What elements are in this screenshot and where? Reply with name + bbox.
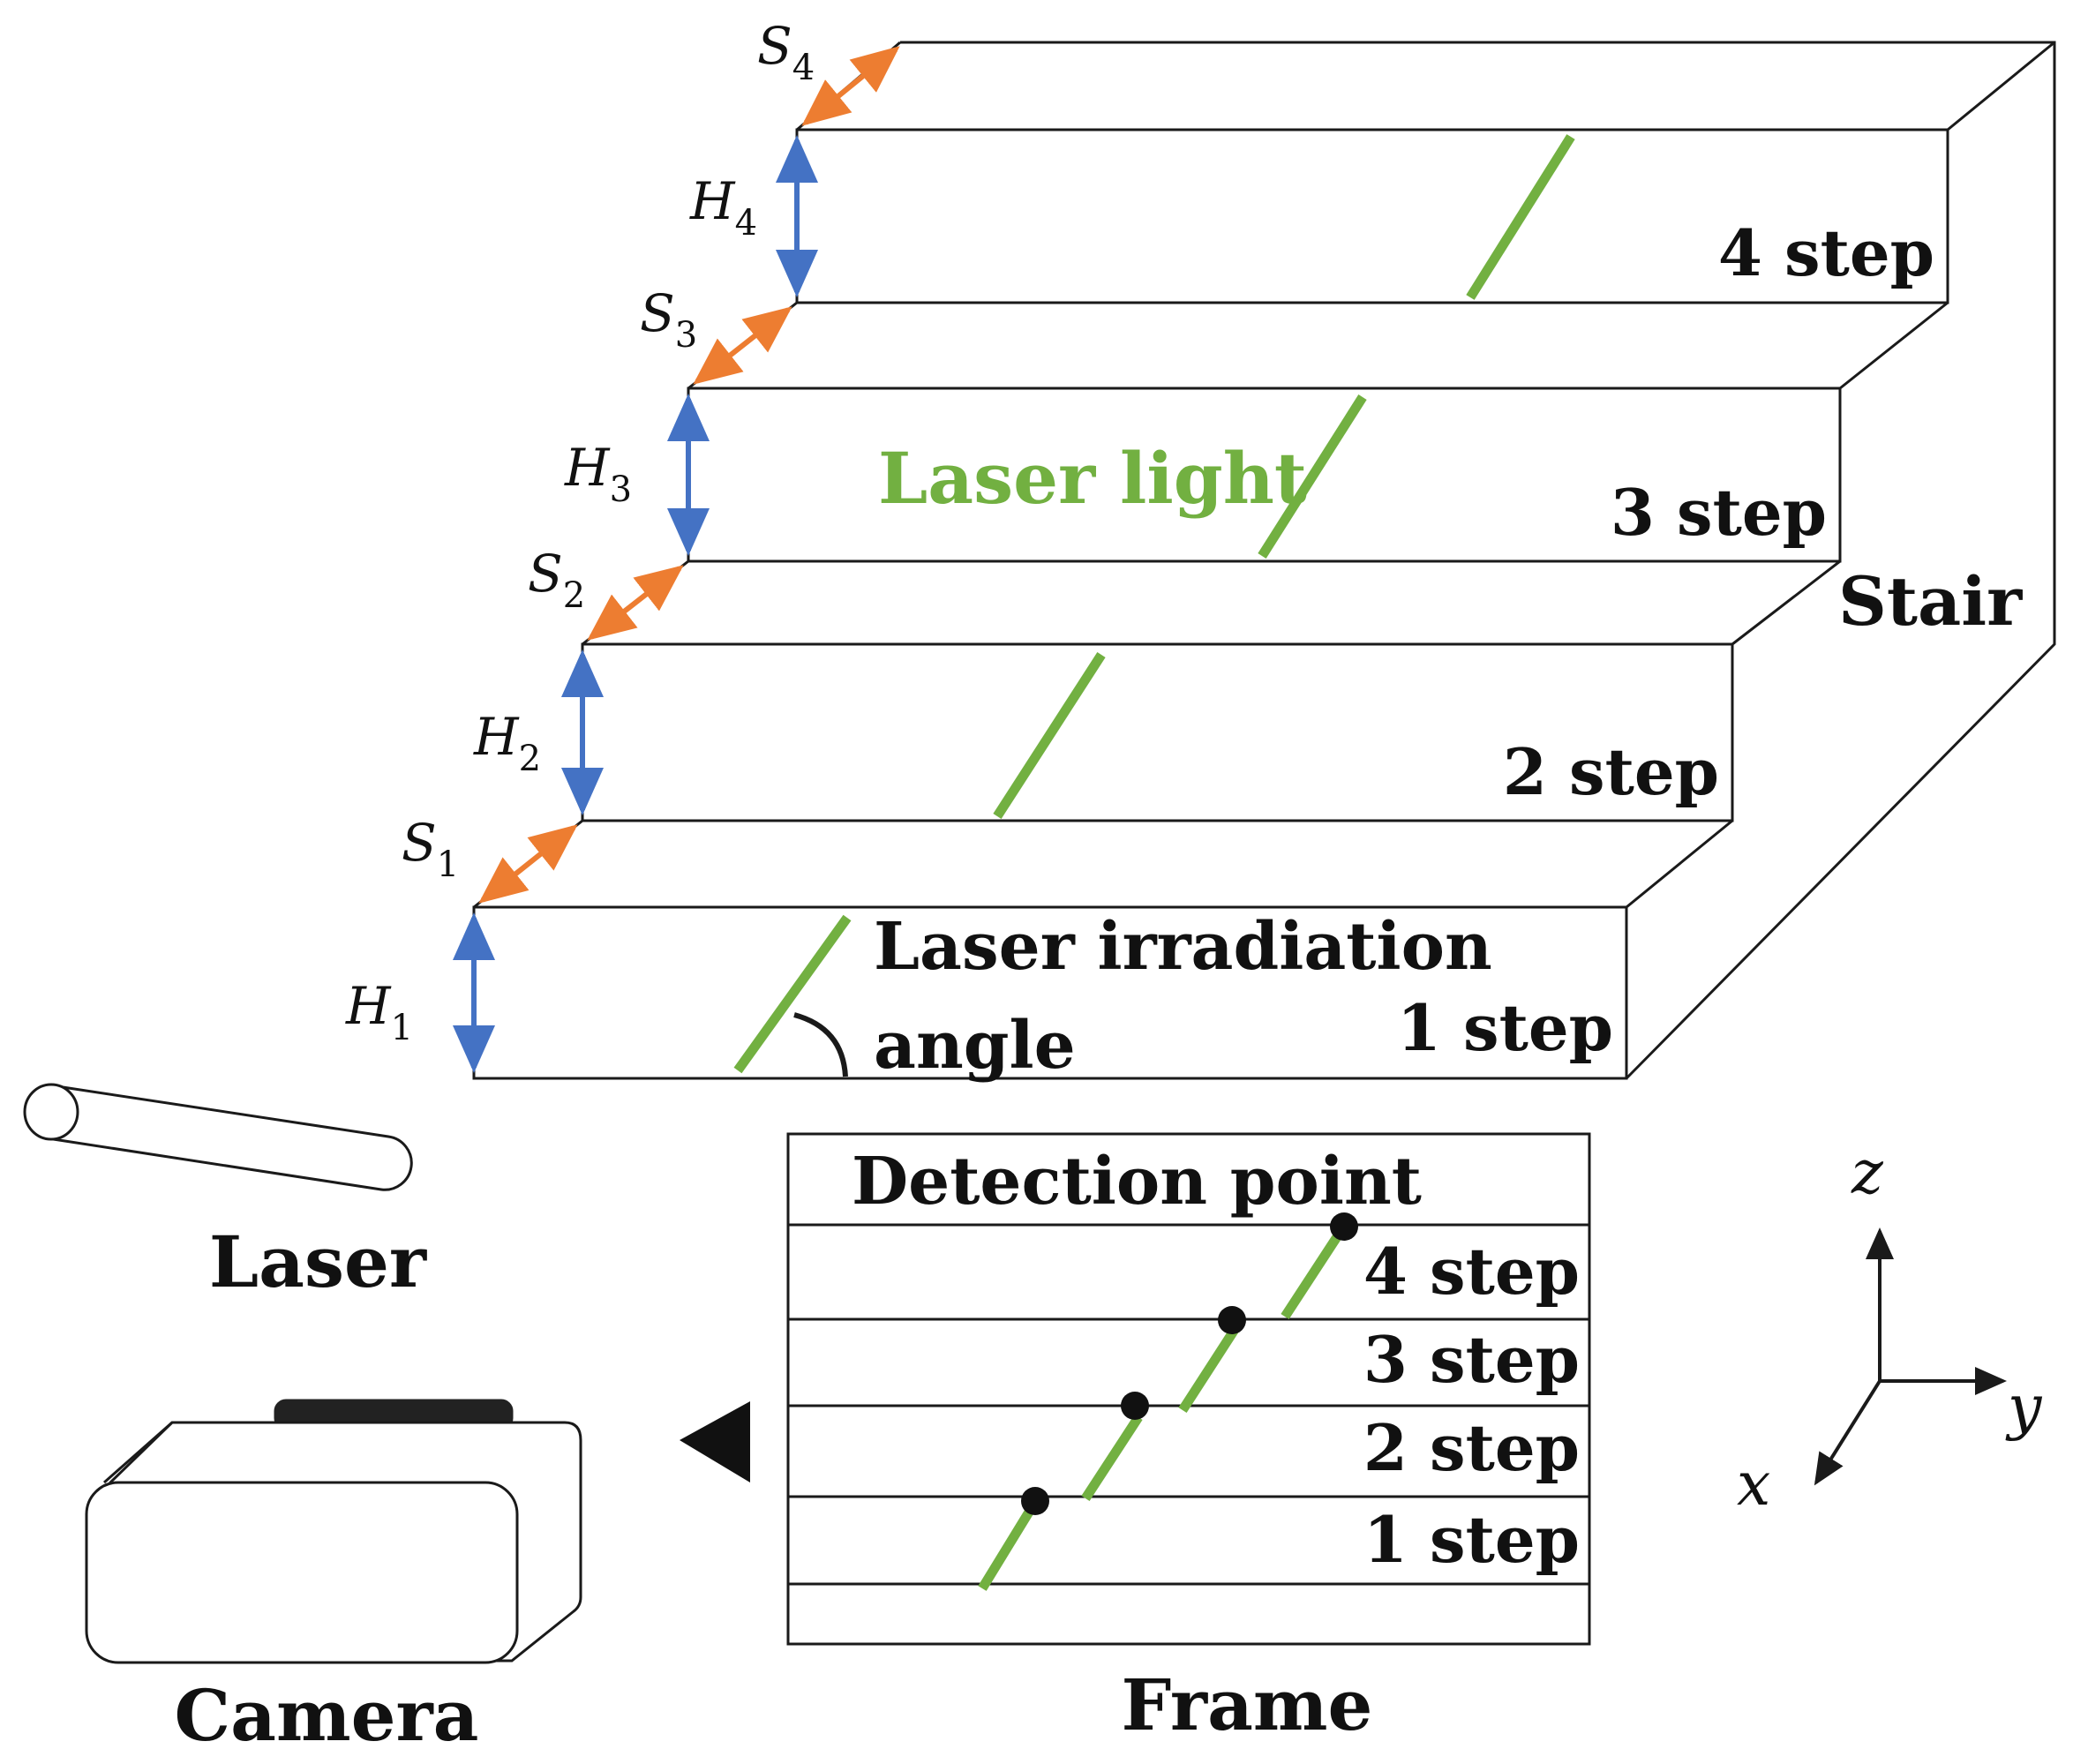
- svg-text:S1: S1: [402, 813, 459, 885]
- axis-y-label: y: [2005, 1373, 2043, 1443]
- frame-border: [786, 1132, 1591, 1646]
- depth-arrows: [478, 46, 900, 904]
- frame-laser-segment-2: [1081, 1414, 1143, 1502]
- svg-text:H1: H1: [345, 976, 413, 1048]
- height-label-3-var: H: [564, 438, 611, 498]
- step-label-3: 3 step: [1611, 475, 1827, 550]
- detection-point-1: [1021, 1487, 1049, 1515]
- depth-label-3-sub: 3: [675, 315, 697, 356]
- axis-x-line: [1814, 1379, 1881, 1486]
- stair-outline-back: [900, 41, 2056, 1080]
- frame-row-label-4: 4 step: [1363, 1234, 1580, 1309]
- frame-row-label-2: 2 step: [1363, 1410, 1580, 1485]
- camera-label: Camera: [174, 1674, 478, 1757]
- step-2-tread: [473, 819, 1733, 909]
- detection-point-3: [1218, 1306, 1246, 1334]
- height-label-2-var: H: [473, 707, 520, 767]
- depth-label-2-sub: 2: [563, 575, 585, 616]
- detection-point-2: [1121, 1392, 1149, 1420]
- step-label-2: 2 step: [1503, 734, 1719, 809]
- frame-laser-segment-3: [1178, 1323, 1242, 1413]
- camera-body-front: [85, 1481, 519, 1664]
- view-direction-triangle-icon: [680, 1401, 750, 1483]
- frame-caption: Frame: [1122, 1663, 1373, 1746]
- depth-arrow-1: [478, 824, 578, 904]
- depth-label-1-sub: 1: [437, 844, 459, 885]
- depth-label-1-var: S: [402, 813, 437, 873]
- height-label-1-sub: 1: [391, 1008, 413, 1048]
- frame-row-label-1: 1 step: [1363, 1502, 1580, 1577]
- height-label-2-sub: 2: [519, 739, 541, 779]
- frame-row-label-3: 3 step: [1363, 1322, 1580, 1397]
- height-labels: H1 H2 H3 H4: [345, 171, 757, 1048]
- stair-label: Stair: [1838, 562, 2023, 641]
- frame-laser-segments: [978, 1227, 1346, 1591]
- axis-z-label: z: [1851, 1138, 1884, 1208]
- laser-line-step-1: [733, 914, 852, 1074]
- depth-arrow-4: [801, 46, 900, 126]
- laser-device: [23, 1083, 413, 1191]
- camera-device: [85, 1399, 582, 1664]
- laser-lines-on-stair: [733, 134, 1575, 1074]
- depth-label-4-var: S: [757, 16, 792, 76]
- step-label-4: 4 step: [1718, 215, 1934, 290]
- laser-light-label: Laser light: [878, 437, 1307, 520]
- svg-text:S4: S4: [757, 16, 815, 88]
- svg-text:H3: H3: [564, 438, 632, 510]
- height-label-3-sub: 3: [610, 469, 632, 510]
- svg-text:H2: H2: [473, 707, 541, 779]
- height-label-1-var: H: [345, 976, 392, 1036]
- axis-x-label: x: [1737, 1450, 1770, 1520]
- laser-label: Laser: [209, 1220, 427, 1303]
- svg-text:S3: S3: [640, 283, 697, 356]
- depth-arrow-2: [587, 565, 684, 641]
- step-label-1: 1 step: [1397, 990, 1613, 1065]
- laser-tube-end: [23, 1083, 79, 1141]
- frame-row-labels: 4 step 3 step 2 step 1 step: [1363, 1234, 1580, 1577]
- frame-laser-segment-4: [1281, 1227, 1346, 1320]
- irradiation-angle-arc: [793, 1012, 848, 1077]
- svg-text:H4: H4: [689, 171, 757, 244]
- camera-body-edge: [103, 1421, 173, 1484]
- laser-line-step-3: [1258, 394, 1367, 559]
- laser-line-step-2: [993, 652, 1106, 819]
- height-label-4-sub: 4: [735, 203, 757, 244]
- depth-labels: S1 S2 S3 S4: [402, 16, 815, 885]
- laser-tube-body: [47, 1084, 413, 1191]
- laser-line-step-4: [1466, 134, 1575, 300]
- depth-label-3-var: S: [640, 283, 675, 343]
- detection-points: [1021, 1212, 1358, 1515]
- irradiation-angle-label-line1: Laser irradiation: [874, 909, 1492, 985]
- svg-text:S2: S2: [528, 544, 585, 616]
- height-arrows: [453, 135, 818, 1073]
- frame-laser-segment-1: [978, 1499, 1040, 1591]
- step-labels: 1 step 2 step 3 step 4 step: [1397, 215, 1934, 1065]
- irradiation-angle-label-line2: angle: [874, 1008, 1076, 1084]
- coordinate-axes: [1814, 1227, 2007, 1486]
- depth-arrow-3: [693, 306, 792, 385]
- depth-label-2-var: S: [528, 544, 563, 604]
- detection-point-4: [1330, 1212, 1358, 1241]
- depth-label-4-sub: 4: [792, 48, 815, 88]
- step-3-tread: [582, 559, 1841, 646]
- frame-title: Detection point: [852, 1144, 1422, 1220]
- height-label-4-var: H: [689, 171, 736, 231]
